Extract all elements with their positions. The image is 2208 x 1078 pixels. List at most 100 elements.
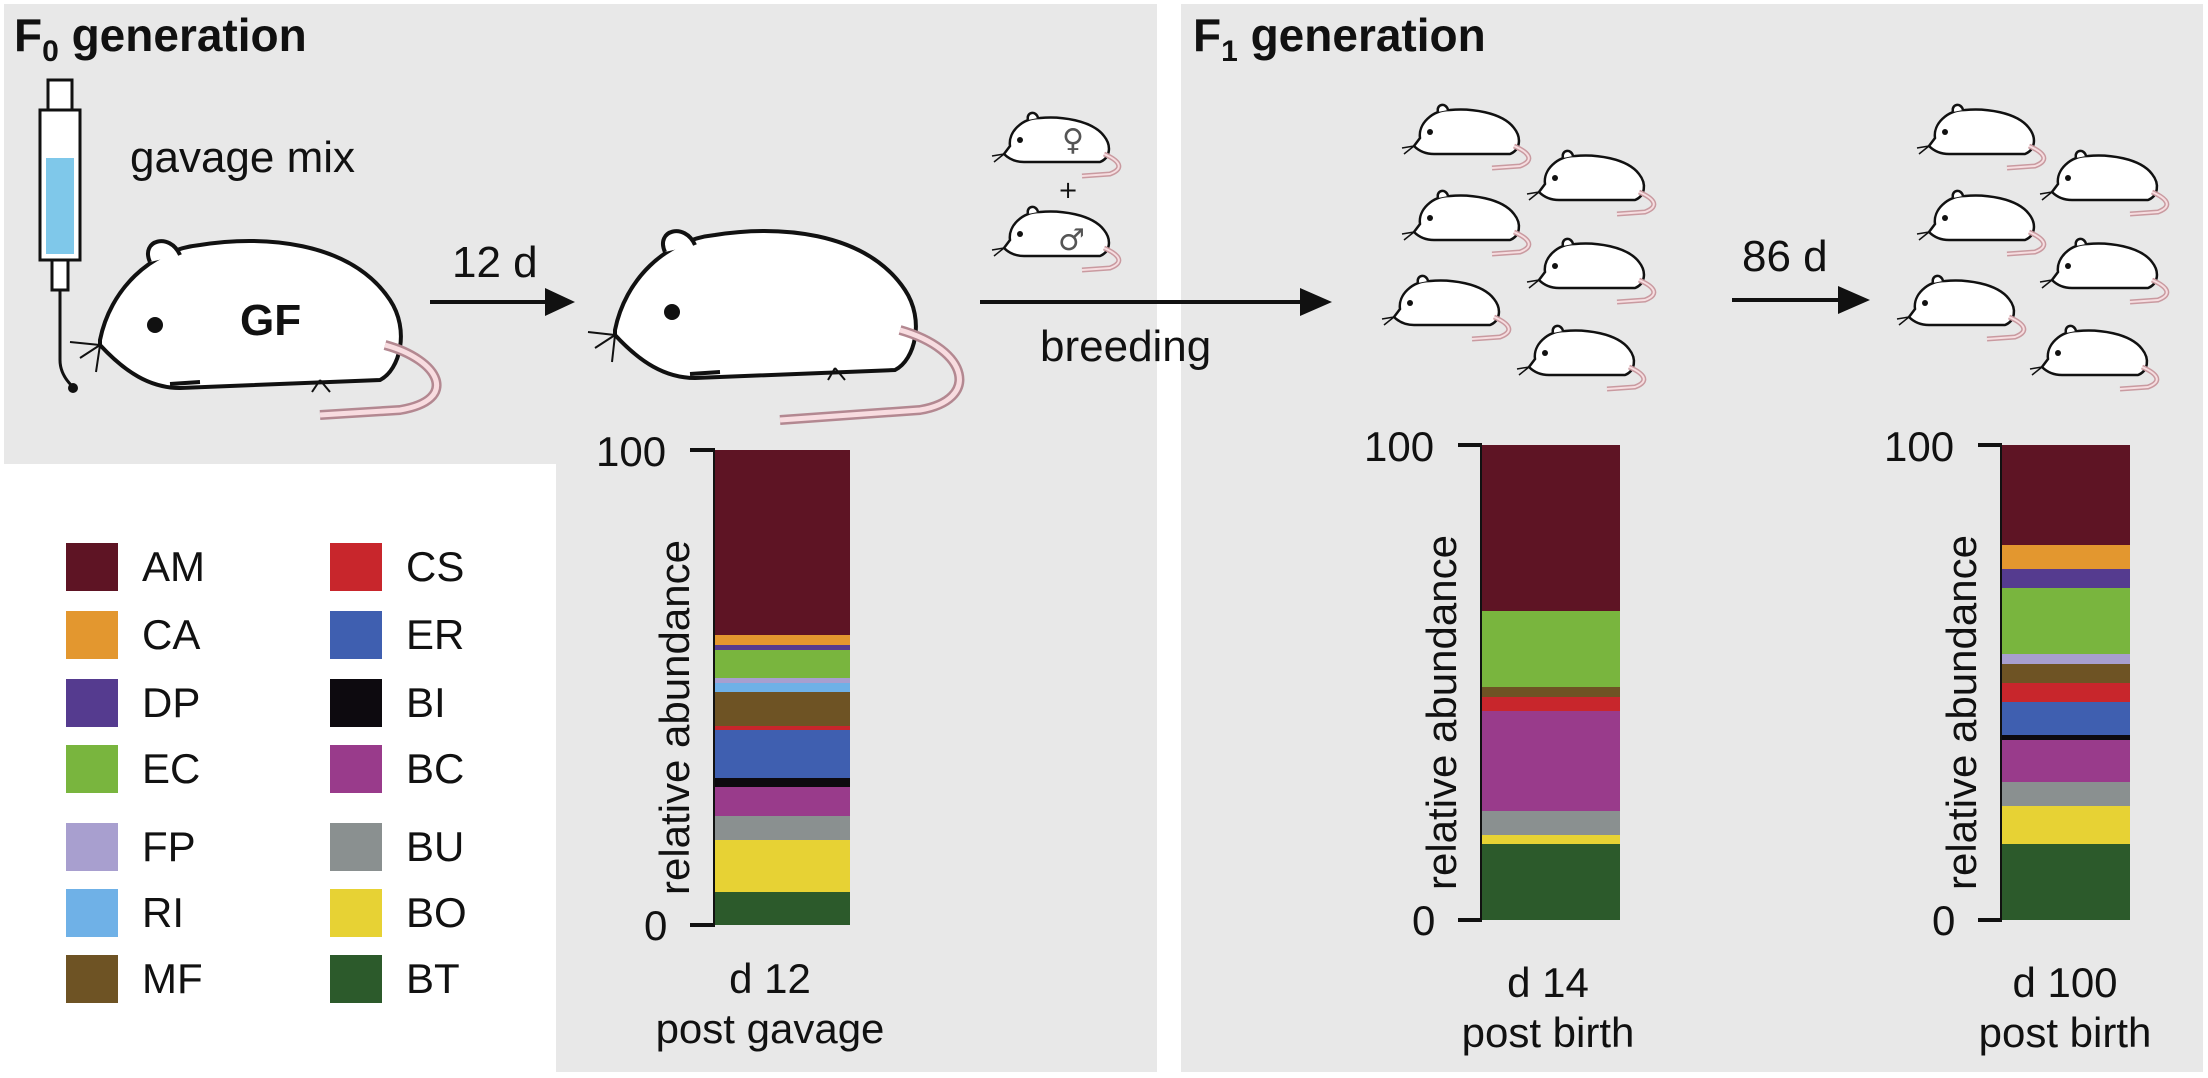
ylabel-3: relative abundance — [1938, 535, 1985, 890]
legend-swatch — [66, 823, 118, 871]
arrow-12d-label: 12 d — [452, 238, 538, 287]
bar-segment-bi — [715, 777, 850, 788]
bar-segment-bi — [2002, 734, 2130, 740]
caption-d100: d 100 post birth — [1915, 958, 2208, 1058]
caption-d100-line2: post birth — [1978, 1009, 2152, 1056]
legend-item-ri: RI — [66, 888, 184, 938]
legend-label: DP — [142, 679, 201, 726]
legend-item-bi: BI — [330, 678, 446, 728]
bar-segment-bc — [715, 787, 850, 816]
gavaged-mouse-icon — [587, 228, 965, 425]
svg-text:♀: ♀ — [1062, 123, 1084, 158]
bar-segment-bc — [1482, 711, 1620, 811]
gf-mouse-icon — [69, 238, 442, 420]
axis-top-2: 100 — [1364, 423, 1435, 470]
legend-swatch — [330, 611, 382, 659]
breeding-pair-icon: ♀ + ♂ — [992, 113, 1119, 270]
axis-top-3: 100 — [1884, 423, 1955, 470]
bar-segment-mf — [1482, 687, 1620, 697]
legend-item-mf: MF — [66, 954, 203, 1004]
legend-label: BI — [406, 679, 446, 726]
legend-item-bo: BO — [330, 888, 467, 938]
bar-segment-bc — [2002, 739, 2130, 783]
legend-item-bu: BU — [330, 822, 464, 872]
axis-bottom-2: 0 — [1412, 897, 1436, 944]
breeding-label: breeding — [1040, 322, 1212, 371]
bar-segment-fp — [2002, 654, 2130, 664]
legend-item-fp: FP — [66, 822, 196, 872]
caption-d100-line1: d 100 — [2012, 959, 2118, 1006]
gf-label: GF — [240, 296, 302, 345]
legend-label: BC — [406, 745, 465, 792]
f0-panel-chart — [556, 430, 1157, 1072]
bar-segment-bo — [2002, 806, 2130, 844]
stacked-bar-d14 — [1482, 445, 1620, 920]
bar-segment-bt — [1482, 844, 1620, 920]
bar-segment-ec — [2002, 587, 2130, 654]
legend-swatch — [66, 611, 118, 659]
legend-label: ER — [406, 611, 465, 658]
gavage-mix-label: gavage mix — [130, 133, 356, 182]
bar-segment-bo — [1482, 834, 1620, 844]
arrow-86d-icon — [1732, 286, 1870, 314]
axis-top-1: 100 — [596, 428, 667, 475]
arrow-12d-icon — [430, 288, 575, 316]
bar-segment-ec — [1482, 611, 1620, 688]
legend-swatch — [66, 679, 118, 727]
legend-item-bt: BT — [330, 954, 460, 1004]
legend-label: CA — [142, 611, 201, 658]
legend-label: CS — [406, 543, 465, 590]
legend-item-er: ER — [330, 610, 464, 660]
caption-d14-line2: post birth — [1461, 1009, 1635, 1056]
legend-item-cs: CS — [330, 542, 464, 592]
legend-label: BO — [406, 889, 467, 936]
legend-label: AM — [142, 543, 205, 590]
bar-segment-bu — [2002, 782, 2130, 806]
bar-segment-er — [715, 730, 850, 778]
bar-segment-bu — [1482, 810, 1620, 835]
legend-item-ec: EC — [66, 744, 200, 794]
stacked-bar-d100 — [2002, 445, 2130, 920]
legend-label: RI — [142, 889, 184, 936]
legend-swatch — [66, 889, 118, 937]
legend-swatch — [330, 543, 382, 591]
legend-label: BT — [406, 955, 460, 1002]
legend-item-dp: DP — [66, 678, 200, 728]
ylabel-1: relative abundance — [651, 540, 698, 895]
arrow-86d-label: 86 d — [1742, 232, 1828, 281]
bar-segment-cs — [1482, 696, 1620, 711]
caption-d12-line1: d 12 — [729, 955, 811, 1002]
caption-d14-line1: d 14 — [1507, 959, 1589, 1006]
bar-segment-ca — [2002, 544, 2130, 569]
svg-text:+: + — [1058, 176, 1078, 204]
stacked-bar-d12 — [715, 450, 850, 925]
bar-segment-mf — [715, 692, 850, 726]
legend-item-am: AM — [66, 542, 205, 592]
bar-segment-mf — [2002, 663, 2130, 683]
bar-segment-ri — [715, 682, 850, 693]
bar-segment-bo — [715, 839, 850, 892]
legend-label: MF — [142, 955, 203, 1002]
bar-segment-bt — [2002, 844, 2130, 920]
legend-label: EC — [142, 745, 201, 792]
bar-segment-bt — [715, 891, 850, 925]
legend-item-bc: BC — [330, 744, 464, 794]
bar-segment-dp — [2002, 568, 2130, 588]
f1-title: F1 generation — [1193, 9, 1486, 69]
bar-segment-bu — [715, 815, 850, 840]
legend-item-ca: CA — [66, 610, 200, 660]
legend-swatch — [330, 955, 382, 1003]
legend-label: FP — [142, 823, 196, 870]
legend-swatch — [330, 679, 382, 727]
bar-segment-er — [2002, 701, 2130, 735]
axis-bottom-3: 0 — [1932, 897, 1956, 944]
bar-segment-fp — [715, 678, 850, 683]
legend-swatch — [66, 745, 118, 793]
syringe-icon — [38, 78, 82, 393]
legend-swatch — [66, 543, 118, 591]
bar-segment-cs — [715, 725, 850, 731]
ylabel-2: relative abundance — [1418, 535, 1465, 890]
axis-bottom-1: 0 — [644, 902, 668, 949]
arrow-breeding-icon — [980, 288, 1332, 316]
